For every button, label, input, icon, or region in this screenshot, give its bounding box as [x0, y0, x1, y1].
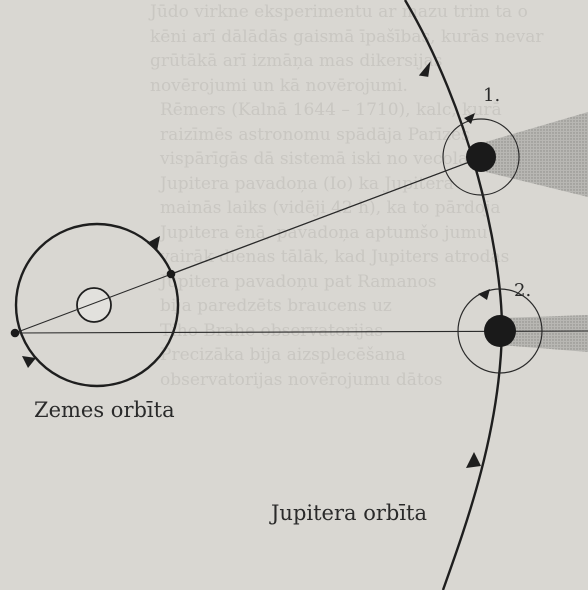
jupiter-position-2 [484, 315, 516, 347]
label-jupiter-orbit: Jupitera orbīta [269, 501, 427, 525]
label-position-2: 2. [514, 280, 531, 301]
earth-position-b [11, 329, 20, 338]
earth-orbit-arrow-right [147, 236, 160, 251]
earth-orbit-arrow-left [22, 356, 36, 368]
sun [77, 288, 111, 322]
earth-position-a [167, 270, 176, 279]
label-earth-orbit: Zemes orbīta [34, 398, 175, 422]
io-orbit-2-arrow [478, 289, 490, 300]
jupiter-shadow-1 [482, 112, 588, 197]
jupiter-position-1 [466, 142, 496, 172]
jupiter-orbit-arrow-upper [417, 61, 433, 78]
jupiter-orbit-arrow-lower [466, 452, 481, 468]
sight-line-2 [171, 158, 480, 274]
label-position-1: 1. [483, 85, 500, 106]
